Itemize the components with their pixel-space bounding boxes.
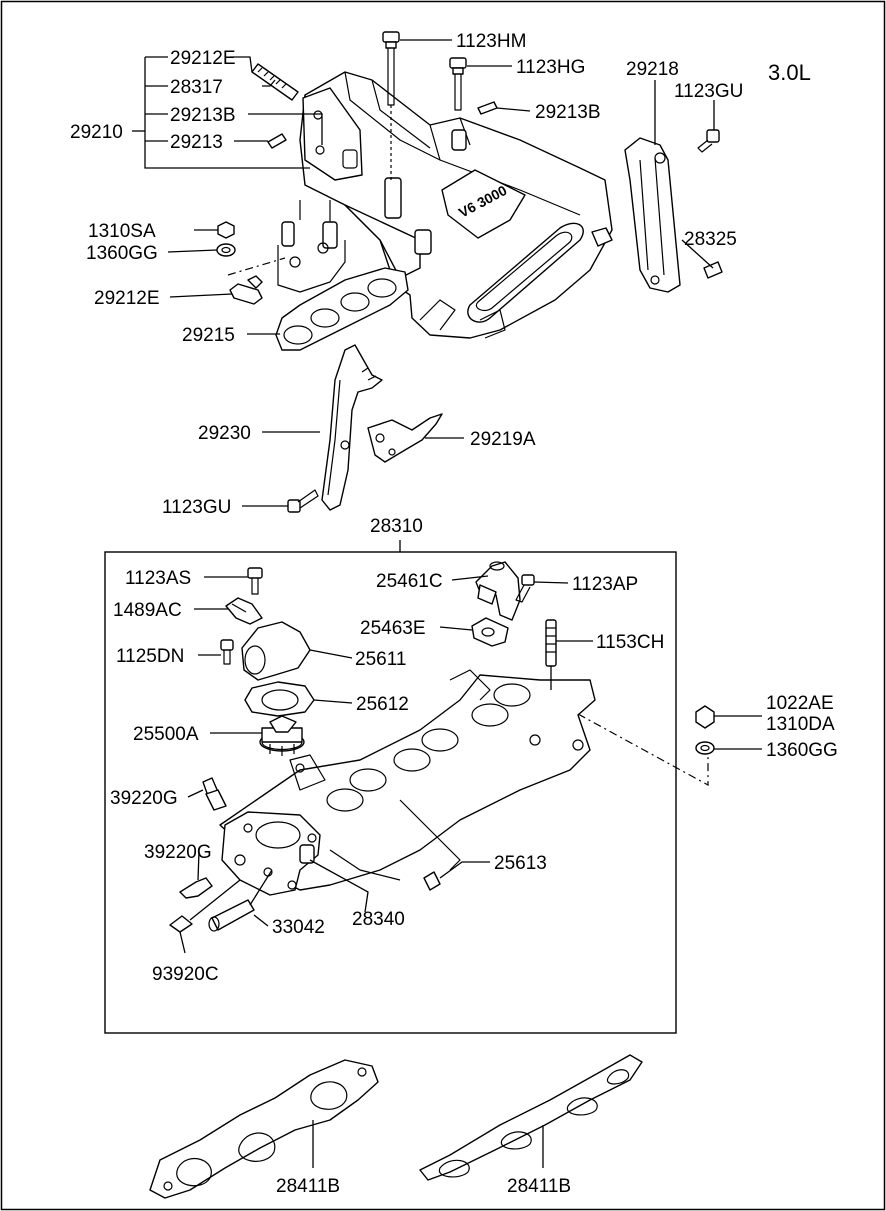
engine-label: 3.0L [768, 60, 811, 85]
leader-dash-right [577, 713, 709, 787]
fitting-29212e [229, 275, 263, 305]
lower-intake-manifold [219, 669, 596, 896]
gasket-28411b-left [149, 1059, 379, 1199]
label-28340: 28340 [352, 909, 405, 930]
bolt-1125dn [220, 639, 234, 665]
pipe-33042 [208, 869, 273, 932]
clip-1489ac [225, 597, 263, 625]
label-29213b-right: 29213B [535, 102, 601, 123]
label-28411b-left: 28411B [276, 1176, 340, 1197]
label-29212e-top: 29212E [170, 48, 236, 69]
label-29219a: 29219A [470, 429, 536, 450]
label-33042: 33042 [272, 917, 325, 938]
thermostat-25500a [259, 715, 305, 756]
water-outlet-25611 [241, 621, 311, 681]
sensor-39220g-a [202, 777, 227, 811]
label-28325: 28325 [684, 229, 737, 250]
label-1489ac: 1489AC [113, 600, 182, 621]
nut-1310sa [217, 221, 235, 239]
label-1123hm: 1123HM [456, 31, 526, 52]
bracket-29218 [624, 137, 681, 293]
upper-intake-manifold: V6 3000 [277, 71, 613, 339]
label-25613: 25613 [494, 853, 547, 874]
pin-28325 [703, 261, 723, 279]
label-1360gg-right: 1360GG [766, 740, 838, 761]
part-labels: 29212E 28317 29213B 29213 29210 1123HM 1… [70, 31, 838, 1197]
label-25611: 25611 [355, 649, 406, 670]
label-25500a: 25500A [133, 724, 199, 745]
stud-1153ch [545, 619, 557, 690]
label-1123ap: 1123AP [572, 574, 638, 595]
gasket-25612 [244, 681, 315, 717]
label-29210: 29210 [70, 122, 123, 143]
plug-25613 [423, 871, 441, 891]
label-28317: 28317 [170, 77, 223, 98]
label-1125dn: 1125DN [116, 646, 184, 667]
stud-28317 [251, 63, 299, 101]
bolt-1123ap [515, 574, 535, 603]
label-1123hg: 1123HG [516, 57, 585, 78]
label-1310sa: 1310SA [88, 221, 156, 242]
bracket-29219a [367, 413, 443, 463]
bolt-1123hg [449, 57, 467, 111]
lower-assembly-box [104, 551, 677, 1034]
label-29213b-left: 29213B [170, 105, 236, 126]
label-1123gu-top: 1123GU [674, 81, 743, 102]
label-1123gu-bottom: 1123GU [162, 497, 231, 518]
bolt-1123hm [382, 31, 400, 180]
label-25612: 25612 [356, 694, 409, 715]
leader-dash-top [227, 257, 286, 276]
bolt-1123gu-bottom [287, 489, 319, 513]
label-1360gg-top: 1360GG [86, 243, 158, 264]
sensor-93920c [169, 879, 241, 933]
label-29212e-bottom: 29212E [94, 288, 160, 309]
label-29230: 29230 [198, 423, 251, 444]
gasket-29215 [275, 267, 409, 351]
label-1310da: 1310DA [766, 714, 835, 735]
label-29218: 29218 [626, 59, 679, 80]
stay-29230 [321, 344, 383, 511]
bolt-1123as [247, 567, 263, 595]
label-29215: 29215 [182, 325, 235, 346]
pin-29213b [477, 101, 498, 115]
washer-1360gg-right [695, 741, 715, 755]
label-1123as: 1123AS [125, 568, 191, 589]
label-1153ch: 1153CH [596, 632, 664, 653]
label-28310: 28310 [370, 516, 423, 537]
bolt-1123gu-top [697, 129, 720, 153]
nut-1022ae [695, 705, 715, 729]
label-25463e: 25463E [360, 618, 426, 639]
leader-lines [132, 39, 762, 1168]
label-29213: 29213 [170, 132, 223, 153]
gasket-28411b-right [419, 1054, 643, 1181]
sensor-39220g-b [179, 877, 213, 899]
label-93920c: 93920C [152, 964, 219, 985]
label-1022ae: 1022AE [766, 693, 834, 714]
gasket-25463e [471, 617, 509, 647]
pin-29213 [267, 133, 287, 149]
fitting-25461c [475, 561, 521, 621]
label-25461c: 25461C [376, 571, 443, 592]
label-39220g-a: 39220G [110, 788, 178, 809]
label-28411b-right: 28411B [507, 1176, 571, 1197]
washer-1360gg-top [216, 243, 236, 257]
label-39220g-b: 39220G [144, 842, 212, 863]
